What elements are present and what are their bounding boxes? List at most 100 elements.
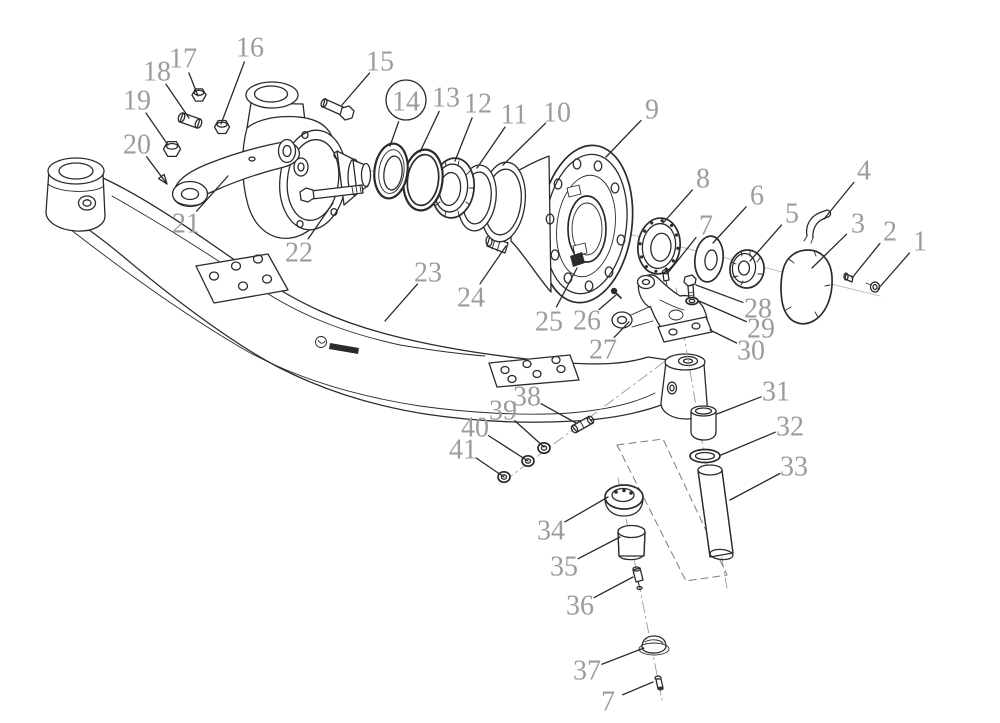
part-label-20: 20 [123, 130, 151, 161]
hub-lock-key-25 [570, 252, 585, 267]
leader-line-19-18 [145, 112, 169, 146]
part-label-18: 18 [143, 57, 171, 88]
leader-line-37-36 [601, 647, 645, 665]
spring-pad-right [488, 354, 580, 388]
leader-line-1-0 [877, 252, 911, 290]
steering-knuckle [241, 81, 372, 239]
nut-17 [191, 88, 207, 102]
callout-layer: 1234567891011121314151617181920212223242… [123, 33, 927, 718]
part-label-21: 21 [172, 209, 200, 240]
leader-line-26-25 [598, 294, 617, 311]
seal-ring-32 [689, 448, 721, 464]
leader-line-14-13 [389, 121, 400, 147]
part-label-26: 26 [573, 306, 601, 337]
part-label-5: 5 [785, 199, 799, 230]
leader-line-27-26 [613, 321, 630, 339]
part-label-13: 13 [432, 83, 460, 114]
leader-line-40-40 [487, 434, 529, 462]
stud-18 [177, 112, 203, 129]
part-label-28: 28 [744, 294, 772, 325]
kingpin-33 [697, 464, 734, 561]
part-label-31: 31 [762, 377, 790, 408]
steering-arm [171, 138, 309, 208]
part-label-11: 11 [501, 100, 528, 131]
leader-line-11-10 [476, 126, 506, 169]
cotter-pin-4 [803, 209, 832, 244]
leader-line-39-39 [514, 420, 545, 448]
ball-stud-boss [171, 180, 209, 208]
part-label-38: 38 [513, 382, 541, 413]
bolt-15 [320, 98, 355, 121]
nut-16 [213, 119, 231, 135]
part-label-10: 10 [543, 98, 571, 129]
leader-line-31-30 [716, 396, 762, 415]
leader-line-15-14 [341, 72, 371, 106]
part-label-33: 33 [780, 452, 808, 483]
bearing-and-seal-stack [373, 142, 527, 243]
leader-line-9-8 [605, 119, 642, 158]
beam-brand-marking [315, 336, 359, 354]
bolt-2 [843, 272, 854, 283]
leader-line-5-4 [749, 224, 783, 262]
leader-line-35-34 [577, 536, 621, 560]
leader-line-10-9 [502, 122, 547, 166]
part-label-2: 2 [883, 217, 897, 248]
oil-seal-14 [373, 142, 409, 200]
leader-line-41-41 [475, 457, 505, 478]
leader-line-28-27 [695, 284, 744, 304]
kingpin-install-outline [616, 438, 728, 582]
part-label-41: 41 [449, 435, 477, 466]
part-label-3: 3 [851, 209, 865, 240]
highlight-circle-part-14 [385, 79, 427, 121]
leader-line-33-32 [729, 472, 781, 501]
part-label-4: 4 [857, 156, 871, 187]
leader-line-24-23 [479, 245, 507, 285]
leader-line-7-37 [622, 681, 654, 696]
nut-39 [537, 441, 551, 455]
fitting-36 [632, 566, 644, 591]
leader-line-18-17 [165, 83, 190, 119]
leader-line-22-21 [307, 202, 334, 240]
bolt-28 [683, 274, 697, 300]
thrust-washer-6 [693, 235, 725, 283]
leader-line-8-7 [662, 189, 694, 224]
bushing-31 [690, 405, 717, 441]
lock-pin-38 [570, 415, 595, 434]
part-label-14-selected: 14 [392, 87, 420, 118]
leader-line-21-20 [196, 175, 229, 212]
hub-cap-3 [780, 249, 833, 325]
part-label-24: 24 [457, 283, 485, 314]
part-label-6: 6 [750, 181, 764, 212]
part-label-25: 25 [535, 307, 563, 338]
bolt-1 [865, 281, 881, 293]
leader-arrowhead-20 [157, 173, 168, 185]
bolt-22 [299, 184, 364, 203]
part-label-30: 30 [737, 336, 765, 367]
thrust-bearing-column [604, 484, 670, 691]
part-label-35: 35 [550, 552, 578, 583]
leader-line-23-22 [384, 283, 419, 322]
leader-line-34-33 [564, 496, 609, 523]
part-label-17: 17 [169, 44, 197, 75]
leader-line-13-12 [419, 110, 440, 153]
part-label-29: 29 [747, 314, 775, 345]
o-ring-13 [402, 148, 444, 212]
part-label-1: 1 [913, 227, 927, 258]
leader-line-38-38 [540, 403, 577, 424]
part-label-9: 9 [645, 95, 659, 126]
part-label-37: 37 [573, 656, 601, 687]
part-label-34: 34 [537, 516, 565, 547]
grease-fitting-7-lower [654, 675, 664, 691]
leader-line-12-11 [454, 117, 473, 162]
wheel-hub [485, 144, 634, 304]
leader-line-2-1 [851, 242, 881, 279]
knuckle-fasteners [162, 88, 364, 203]
spring-pad-left [195, 253, 289, 304]
grease-fitting-7-upper [661, 269, 670, 286]
leader-line-16-15 [220, 61, 246, 125]
part-label-22: 22 [285, 238, 313, 269]
leader-line-30-29 [709, 329, 738, 344]
leader-line-17-16 [188, 72, 199, 97]
